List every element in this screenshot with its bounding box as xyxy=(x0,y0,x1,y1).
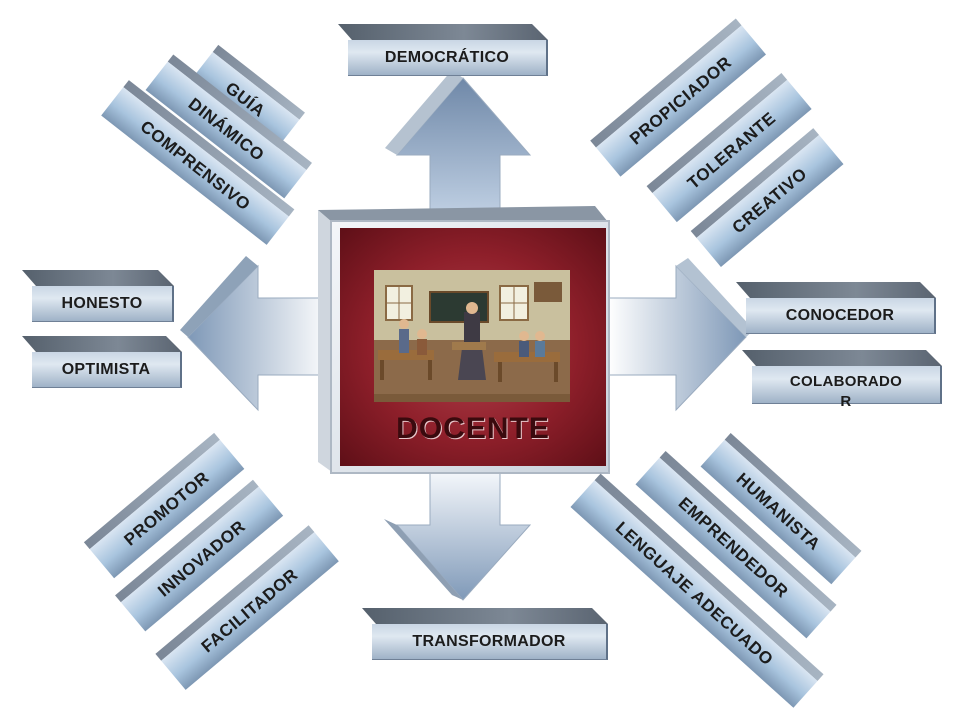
box-label: OPTIMISTA xyxy=(61,361,151,378)
box-label: HONESTO xyxy=(61,295,143,312)
arrow-left xyxy=(180,256,333,412)
box-conocedor: CONOCEDOR xyxy=(736,282,936,334)
center-title: DOCENTE xyxy=(396,412,550,445)
box-label: CONOCEDOR xyxy=(785,307,895,324)
classroom-illustration xyxy=(374,270,570,402)
box-label: TRANSFORMADOR xyxy=(412,633,566,650)
box-label: DEMOCRÁTICO xyxy=(384,49,510,66)
box-optimista: OPTIMISTA xyxy=(22,336,182,388)
frame-top-edge xyxy=(318,206,608,222)
arrow-down xyxy=(384,471,532,601)
box-democratico: DEMOCRÁTICO xyxy=(338,24,548,76)
arrow-right xyxy=(607,258,754,412)
box-honesto: HONESTO xyxy=(22,270,174,322)
box-transformador: TRANSFORMADOR xyxy=(362,608,608,660)
arrow-up xyxy=(385,70,532,223)
box-label: COLABORADO R xyxy=(789,372,903,410)
frame-left-edge xyxy=(318,210,332,472)
box-colaborador: COLABORADO R xyxy=(742,350,942,410)
